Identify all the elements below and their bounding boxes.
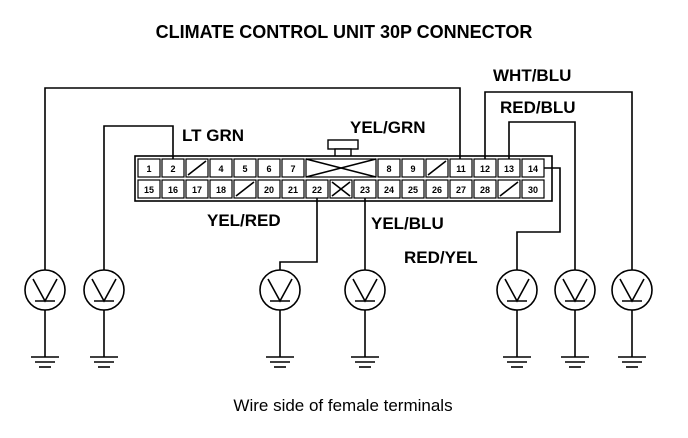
pin-label: 2 — [170, 164, 175, 174]
pin-label: 28 — [480, 185, 490, 195]
wire-label-red-yel: RED/YEL — [404, 248, 478, 267]
empty-pin-slash — [187, 160, 207, 176]
lamp-icon — [344, 269, 386, 368]
pin-label: 12 — [480, 164, 490, 174]
empty-pin-slash — [427, 160, 447, 176]
wire-red-yel — [516, 167, 561, 270]
pin-label: 17 — [192, 185, 202, 195]
wire-pin1-loop — [44, 87, 461, 270]
pin-label: 11 — [456, 164, 466, 174]
wire-label-yel-red: YEL/RED — [207, 211, 281, 230]
wires — [44, 87, 633, 270]
lamp-icon — [83, 269, 125, 368]
pin-label: 8 — [386, 164, 391, 174]
pin-label: 9 — [410, 164, 415, 174]
wire-lt-grn — [103, 125, 174, 270]
indicator-lamps — [24, 269, 653, 368]
pin-label: 15 — [144, 185, 154, 195]
lamp-icon — [554, 269, 596, 368]
pin-label: 4 — [218, 164, 223, 174]
lamp-icon — [496, 269, 538, 368]
diagram-title: CLIMATE CONTROL UNIT 30P CONNECTOR — [156, 22, 533, 42]
connector-30p: 1 2 4 5 6 7 8 9 11 12 — [134, 139, 553, 202]
pin-label: 24 — [384, 185, 394, 195]
connector-bottom-row: 15 16 17 18 20 21 22 23 24 25 26 — [137, 179, 545, 199]
wire-label-wht-blu: WHT/BLU — [493, 66, 571, 85]
pin-label: 21 — [288, 185, 298, 195]
empty-pin-slash — [235, 181, 255, 197]
empty-pin-slash — [499, 181, 519, 197]
lamp-icon — [611, 269, 653, 368]
pin-label: 5 — [242, 164, 247, 174]
connector-top-row: 1 2 4 5 6 7 8 9 11 12 — [137, 158, 545, 178]
pin-label: 26 — [432, 185, 442, 195]
wire-label-yel-blu: YEL/BLU — [371, 214, 444, 233]
pin-label: 20 — [264, 185, 274, 195]
lamp-icon — [259, 269, 301, 368]
wire-wht-blu — [484, 91, 633, 270]
pin-label: 13 — [504, 164, 514, 174]
wire-red-blu — [508, 121, 576, 270]
wire-label-yel-grn: YEL/GRN — [350, 118, 426, 137]
pin-label: 1 — [146, 164, 151, 174]
lamp-icon — [24, 269, 66, 368]
wire-label-red-blu: RED/BLU — [500, 98, 576, 117]
wire-label-lt-grn: LT GRN — [182, 126, 244, 145]
pin-label: 30 — [528, 185, 538, 195]
pin-label: 6 — [266, 164, 271, 174]
pin-label: 7 — [290, 164, 295, 174]
pin-label: 16 — [168, 185, 178, 195]
pin-label: 14 — [528, 164, 538, 174]
pin-label: 18 — [216, 185, 226, 195]
pin-label: 22 — [312, 185, 322, 195]
diagram-caption: Wire side of female terminals — [233, 396, 452, 415]
pin-label: 25 — [408, 185, 418, 195]
pin-label: 23 — [360, 185, 370, 195]
wire-yel-red — [279, 198, 318, 270]
connector-latch — [327, 139, 359, 150]
pin-label: 27 — [456, 185, 466, 195]
